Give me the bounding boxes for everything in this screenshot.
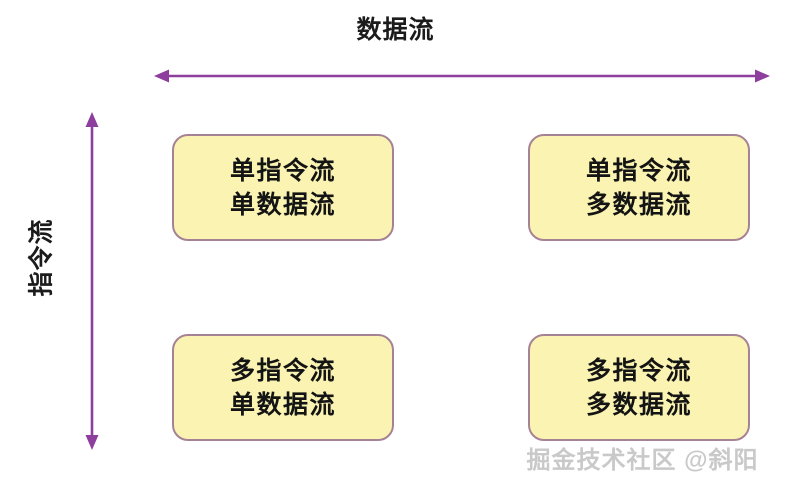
quadrant-misd[interactable]: 多指令流 单数据流 [172,334,394,441]
quadrant-sisd-line2: 单数据流 [229,190,336,219]
quadrant-simd-line2: 多数据流 [585,190,692,219]
watermark: 掘金技术社区 @斜阳 [526,447,759,474]
quadrant-misd-line2: 单数据流 [229,390,336,419]
y-axis-title: 指令流 [27,218,56,297]
quadrant-mimd[interactable]: 多指令流 多数据流 [528,334,750,441]
x-axis-arrow [152,62,772,90]
quadrant-mimd-line1: 多指令流 [585,356,692,385]
quadrant-mimd-line2: 多数据流 [585,390,692,419]
quadrant-simd[interactable]: 单指令流 多数据流 [528,134,750,241]
quadrant-sisd[interactable]: 单指令流 单数据流 [172,134,394,241]
quadrant-simd-line1: 单指令流 [585,156,692,185]
quadrant-misd-line1: 多指令流 [229,356,336,385]
x-axis-title: 数据流 [356,16,435,44]
quadrant-sisd-line1: 单指令流 [229,156,336,185]
y-axis-arrow [78,110,106,452]
